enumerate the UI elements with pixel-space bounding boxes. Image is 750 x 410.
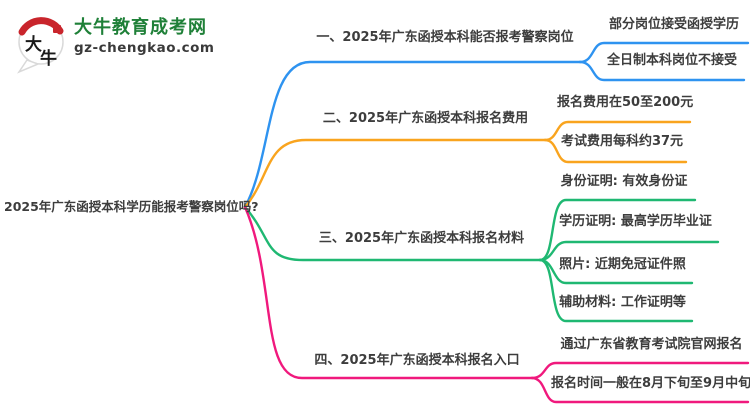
- branch-2-trunk-line: [243, 138, 547, 209]
- root-node: 2025年广东函授本科学历能报考警察岗位吗?: [4, 199, 259, 214]
- branch-1-trunk-line: [243, 60, 582, 209]
- logo-bubble-icon: 大 牛: [16, 17, 64, 74]
- branch-4-label: 四、2025年广东函授本科报名入口: [314, 353, 520, 368]
- logo-char-1: 大: [25, 34, 42, 55]
- branch-3-child-1-line: [538, 198, 697, 262]
- branch-3-child-2-line: [538, 240, 720, 262]
- branch-1-child-2: 全日制本科岗位不接受: [606, 53, 737, 68]
- branch-3-trunk-line: [243, 205, 542, 262]
- branch-1-child-2-line: [578, 60, 746, 82]
- branch-4-child-2-line: [530, 376, 750, 404]
- logo-brand-name: 大牛教育成考网: [74, 17, 207, 38]
- branch-2-child-2-line: [543, 138, 688, 164]
- branch-1-label: 一、2025年广东函授本科能否报考警察岗位: [316, 30, 574, 45]
- branch-4-child-1: 通过广东省教育考试院官网报名: [560, 337, 743, 352]
- branch-4-child-2: 报名时间一般在8月下旬至9月中旬: [551, 376, 750, 391]
- branch-2-child-1: 报名费用在50至200元: [557, 95, 694, 110]
- branch-3-label: 三、2025年广东函授本科报名材料: [318, 231, 525, 246]
- logo-char-2: 牛: [40, 48, 57, 69]
- branch-3-child-4: 辅助材料: 工作证明等: [559, 295, 686, 310]
- branch-2-child-1-line: [543, 120, 692, 142]
- branch-2-child-2: 考试费用每科约37元: [560, 134, 684, 149]
- branch-3-child-1: 身份证明: 有效身份证: [560, 174, 688, 189]
- branch-3-child-2: 学历证明: 最高学历毕业证: [559, 214, 712, 229]
- branch-3-child-3: 照片: 近期免冠证件照: [559, 257, 686, 272]
- branch-3-child-4-line: [538, 258, 694, 323]
- site-logo[interactable]: 大 牛 大牛教育成考网 gz-chengkao.com: [12, 12, 214, 74]
- branch-2-label: 二、2025年广东函授本科报名费用: [322, 111, 529, 126]
- branch-1-child-1: 部分岗位接受函授学历: [608, 17, 739, 32]
- logo-domain: gz-chengkao.com: [74, 39, 215, 56]
- branch-4-trunk-line: [243, 205, 534, 380]
